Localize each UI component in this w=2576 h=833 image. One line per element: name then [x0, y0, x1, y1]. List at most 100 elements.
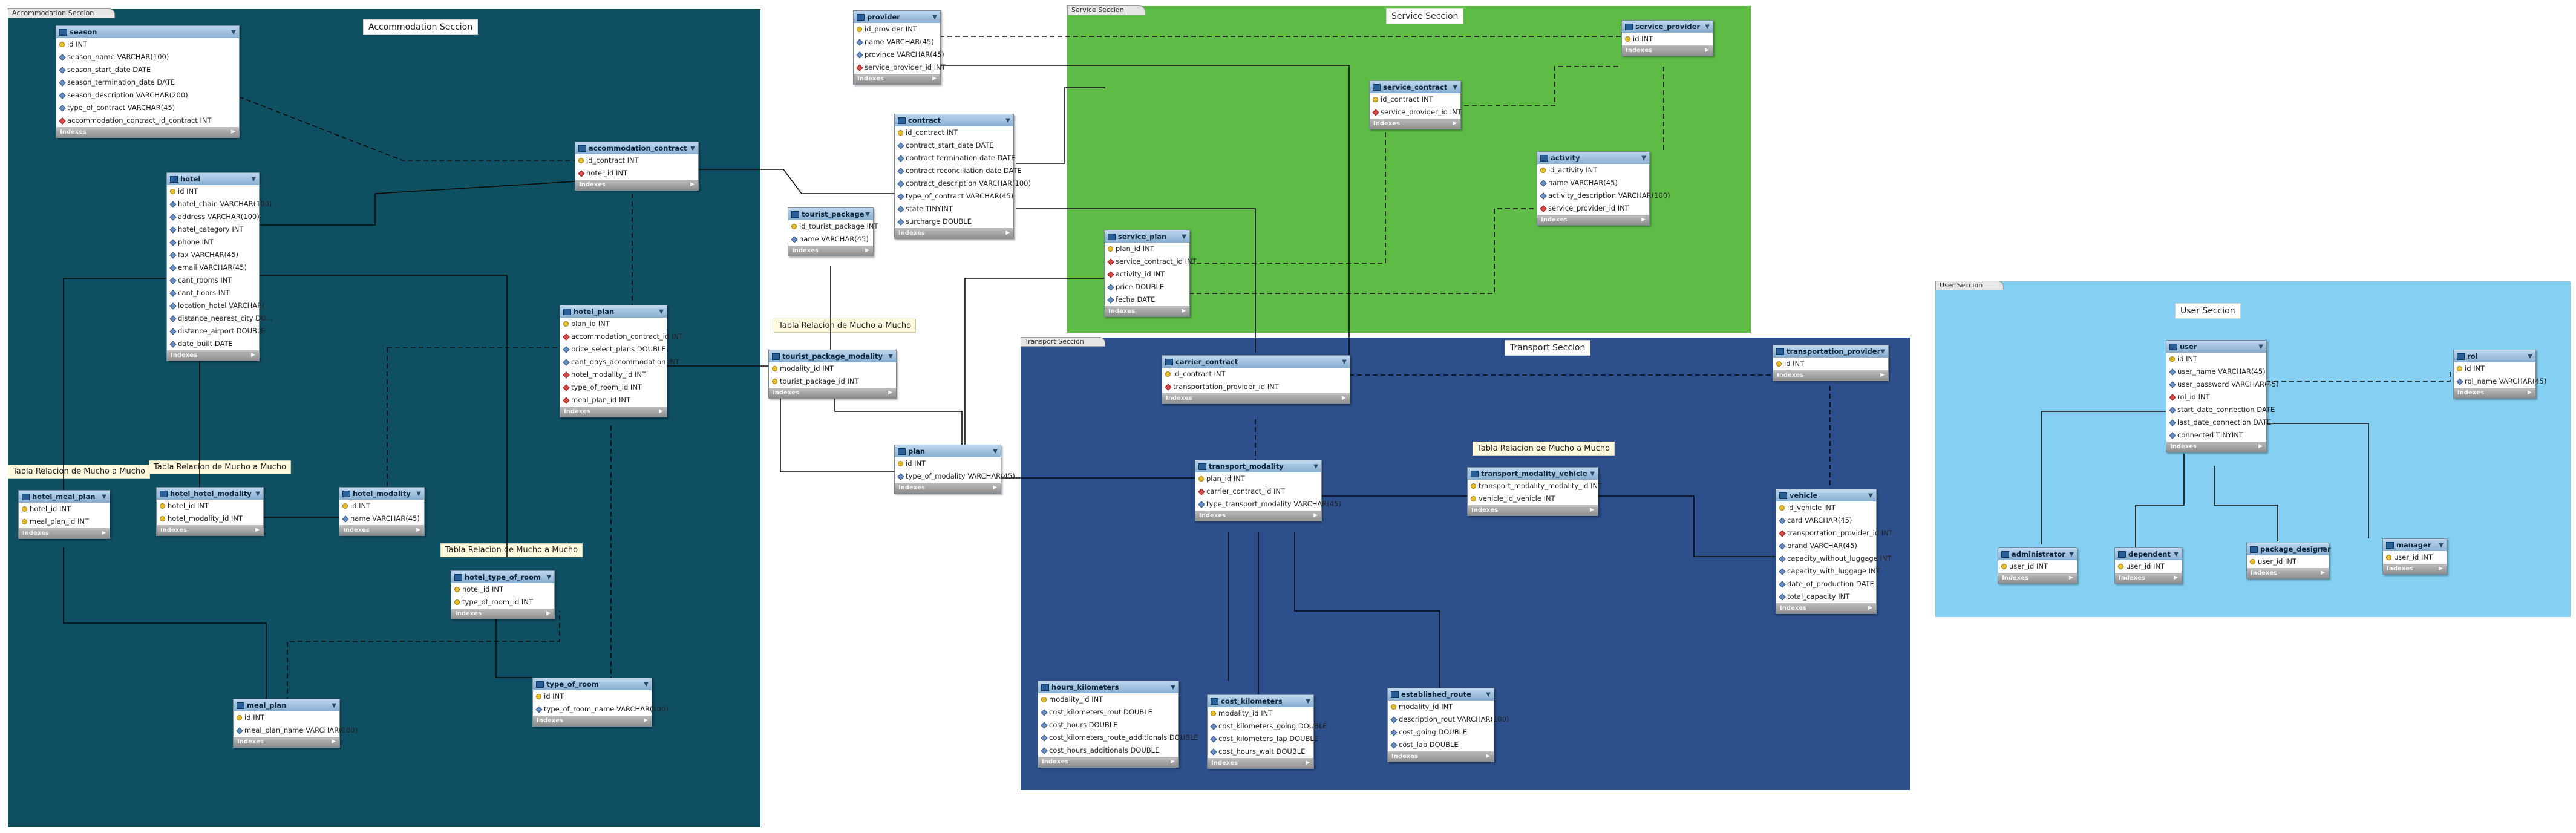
collapse-arrow-icon[interactable]: ▼: [1453, 84, 1457, 91]
table-title[interactable]: hotel_hotel_modality▼: [157, 488, 263, 500]
table-column[interactable]: address VARCHAR(100): [167, 211, 260, 223]
expand-arrow-icon[interactable]: ▶: [2321, 570, 2325, 576]
table-column[interactable]: id INT: [1622, 33, 1713, 45]
table-column[interactable]: plan_id INT: [1195, 472, 1321, 485]
table-column[interactable]: id_activity INT: [1537, 164, 1649, 177]
table-column[interactable]: id_contract INT: [1370, 93, 1460, 106]
expand-arrow-icon[interactable]: ▶: [546, 610, 551, 616]
collapse-arrow-icon[interactable]: ▼: [102, 494, 106, 500]
collapse-arrow-icon[interactable]: ▼: [1486, 691, 1491, 698]
expand-arrow-icon[interactable]: ▶: [932, 76, 937, 82]
table-column[interactable]: meal_plan_name VARCHAR(100): [234, 724, 358, 737]
indexes-section[interactable]: Indexes▶: [167, 350, 259, 361]
table-column[interactable]: id INT: [2166, 353, 2266, 365]
table-column[interactable]: last_date_connection DATE: [2166, 416, 2271, 429]
table-title[interactable]: cost_kilometers▼: [1208, 695, 1313, 707]
table-column[interactable]: phone INT: [167, 236, 259, 249]
table-column[interactable]: season_description VARCHAR(200): [56, 89, 239, 102]
expand-arrow-icon[interactable]: ▶: [1590, 507, 1594, 513]
expand-arrow-icon[interactable]: ▶: [659, 408, 663, 414]
table-column[interactable]: price DOUBLE: [1105, 281, 1189, 293]
table-title[interactable]: transport_modality▼: [1195, 460, 1321, 472]
table-column[interactable]: location_hotel VARCHAR(: [167, 299, 265, 312]
indexes-section[interactable]: Indexes▶: [339, 525, 424, 535]
indexes-section[interactable]: Indexes▶: [1370, 119, 1460, 129]
expand-arrow-icon[interactable]: ▶: [1486, 753, 1490, 759]
collapse-arrow-icon[interactable]: ▼: [993, 448, 998, 455]
table-column[interactable]: contract termination date DATE: [895, 152, 1015, 165]
table-column[interactable]: name VARCHAR(45): [854, 36, 940, 48]
table-title[interactable]: transport_modality_vehicle▼: [1468, 468, 1598, 480]
indexes-section[interactable]: Indexes▶: [2115, 573, 2182, 583]
table-column[interactable]: hotel_id INT: [19, 503, 110, 515]
table-column[interactable]: type_of_room_name VARCHAR(100): [533, 703, 669, 716]
indexes-section[interactable]: Indexes▶: [854, 74, 940, 84]
table-title[interactable]: hotel_plan▼: [560, 305, 667, 318]
indexes-section[interactable]: Indexes▶: [533, 716, 652, 726]
table-column[interactable]: id_contract INT: [1162, 368, 1350, 381]
table-title[interactable]: contract▼: [895, 114, 1013, 126]
indexes-section[interactable]: Indexes▶: [1468, 505, 1598, 515]
indexes-section[interactable]: Indexes▶: [19, 528, 110, 538]
table-column[interactable]: id INT: [167, 185, 259, 198]
expand-arrow-icon[interactable]: ▶: [2258, 443, 2263, 449]
table-column[interactable]: hotel_modality_id INT: [157, 512, 263, 525]
table-title[interactable]: accommodation_contract▼: [575, 142, 698, 154]
indexes-section[interactable]: Indexes▶: [1537, 215, 1649, 225]
table-column[interactable]: user_id INT: [2383, 551, 2447, 564]
table-column[interactable]: meal_plan_id INT: [19, 515, 110, 528]
table-column[interactable]: hotel_id INT: [157, 500, 263, 512]
collapse-arrow-icon[interactable]: ▼: [1182, 234, 1186, 240]
table-column[interactable]: user_password VARCHAR(45): [2166, 378, 2279, 391]
expand-arrow-icon[interactable]: ▶: [416, 527, 420, 533]
collapse-arrow-icon[interactable]: ▼: [332, 702, 336, 709]
table-column[interactable]: meal_plan_id INT: [560, 394, 667, 407]
table-column[interactable]: connected TINYINT: [2166, 429, 2266, 442]
table-column[interactable]: card VARCHAR(45): [1776, 514, 1876, 527]
expand-arrow-icon[interactable]: ▶: [1868, 605, 1872, 611]
table-column[interactable]: user_id INT: [2247, 555, 2329, 568]
table-column[interactable]: user_name VARCHAR(45): [2166, 365, 2266, 378]
collapse-arrow-icon[interactable]: ▼: [255, 491, 260, 497]
collapse-arrow-icon[interactable]: ▼: [1590, 471, 1595, 477]
table-column[interactable]: cost_hours_additionals DOUBLE: [1038, 744, 1178, 757]
table-column[interactable]: id INT: [895, 457, 1001, 470]
table-column[interactable]: type_of_contract VARCHAR(45): [895, 190, 1013, 203]
table-column[interactable]: distance_airport DOUBLE: [167, 325, 266, 338]
table-column[interactable]: cost_hours_wait DOUBLE: [1208, 745, 1313, 758]
expand-arrow-icon[interactable]: ▶: [1306, 760, 1310, 766]
table-column[interactable]: id INT: [339, 500, 424, 512]
collapse-arrow-icon[interactable]: ▼: [251, 176, 256, 183]
table-column[interactable]: activity_description VARCHAR(100): [1537, 189, 1670, 202]
collapse-arrow-icon[interactable]: ▼: [659, 309, 664, 315]
indexes-section[interactable]: Indexes▶: [56, 127, 239, 137]
indexes-section[interactable]: Indexes▶: [1195, 511, 1321, 521]
table-column[interactable]: description_rout VARCHAR(100): [1388, 713, 1509, 726]
table-column[interactable]: capacity_without_luggage INT: [1776, 552, 1891, 565]
indexes-section[interactable]: Indexes▶: [1776, 603, 1876, 613]
table-column[interactable]: fax VARCHAR(45): [167, 249, 259, 261]
table-title[interactable]: tourist_package_modality▼: [769, 350, 896, 362]
table-column[interactable]: name VARCHAR(45): [339, 512, 424, 525]
expand-arrow-icon[interactable]: ▶: [251, 352, 255, 358]
indexes-section[interactable]: Indexes▶: [234, 737, 339, 747]
table-title[interactable]: hotel▼: [167, 173, 259, 185]
table-column[interactable]: cant_floors INT: [167, 287, 259, 299]
collapse-arrow-icon[interactable]: ▼: [1171, 684, 1175, 691]
table-title[interactable]: service_plan▼: [1105, 230, 1189, 243]
table-column[interactable]: contract_start_date DATE: [895, 139, 1013, 152]
table-column[interactable]: name VARCHAR(45): [788, 233, 873, 246]
table-title[interactable]: hotel_modality▼: [339, 488, 424, 500]
table-column[interactable]: modality_id INT: [769, 362, 896, 375]
